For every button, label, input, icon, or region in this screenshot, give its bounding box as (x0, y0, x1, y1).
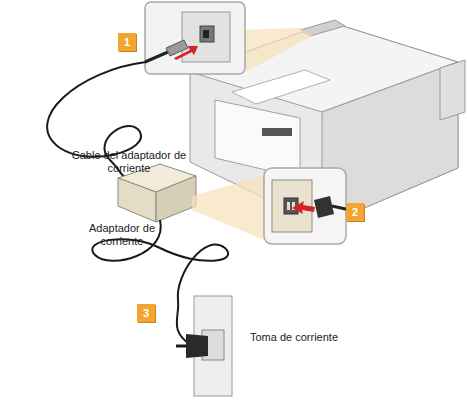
part-label: Toma de corriente (234, 331, 354, 344)
callout-number: 2 (346, 203, 364, 221)
part-label: Cable del adaptador de corriente (64, 149, 194, 175)
paper-tray (215, 100, 300, 178)
zoom-leader (192, 176, 264, 240)
adapter-side (156, 176, 196, 222)
insert-arrow (292, 201, 315, 214)
socket-hole (203, 30, 209, 38)
zoom-inset (264, 168, 350, 244)
wall-outlet (176, 296, 232, 396)
paper-cover (232, 70, 330, 104)
callout-number: 3 (137, 304, 155, 322)
ac-plug (314, 196, 334, 218)
cable (145, 52, 168, 62)
insert-arrow (174, 46, 198, 60)
adapter-front (118, 178, 156, 222)
zoom-leader (238, 28, 312, 72)
part-label: Adaptador de corriente (77, 222, 167, 248)
cable (176, 345, 186, 348)
inset-frame (145, 2, 245, 74)
paper-slot (262, 128, 292, 136)
socket-pin (287, 202, 290, 210)
wall-plug (186, 334, 208, 358)
callout-number: 1 (118, 33, 136, 51)
zoom-inset (145, 2, 245, 74)
power-socket (200, 26, 214, 42)
output-tray (440, 60, 465, 120)
printer-panel (182, 12, 230, 62)
